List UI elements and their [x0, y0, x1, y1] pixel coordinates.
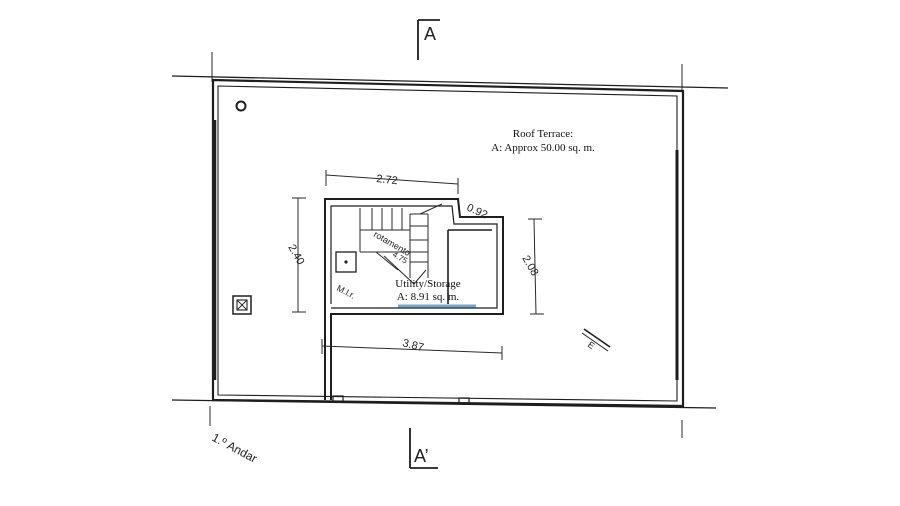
- terrace-area: A: Approx 50.00 sq. m.: [491, 142, 595, 154]
- dimension-left: 2.40: [285, 197, 307, 313]
- dim-bottom-width: 3.87: [401, 337, 425, 354]
- mlr-label: M.l.r.: [335, 283, 357, 301]
- dim-stair-width: 2.72: [376, 173, 399, 187]
- drain-icon: [235, 100, 247, 112]
- dim-left-height: 2.40: [285, 243, 306, 268]
- water-heater-icon: [335, 251, 357, 273]
- dimension-top: 2.72: [325, 170, 459, 194]
- extension-lines: [171, 52, 729, 438]
- section-label-bottom: A’: [414, 446, 429, 466]
- compass-label: E: [586, 339, 597, 351]
- section-label-top: A: [424, 24, 436, 44]
- section-mark-bottom: A’: [409, 428, 438, 469]
- floor-label: 1.º Andar: [210, 430, 260, 465]
- compass-icon: E: [581, 328, 611, 352]
- vent-box-icon: [232, 295, 252, 315]
- dim-right-height: 2.08: [519, 254, 540, 279]
- dimension-bottom: 3.87: [321, 337, 503, 360]
- terrace-outer-wall: [211, 78, 685, 408]
- utility-walls: [324, 198, 504, 405]
- dimension-right: 2.08: [519, 218, 544, 315]
- terrace-title: Roof Terrace:: [513, 128, 573, 140]
- section-mark-top: A: [417, 19, 440, 60]
- utility-title: Utility/Storage: [395, 278, 461, 290]
- utility-area: A: 8.91 sq. m.: [397, 291, 460, 303]
- staircase: [359, 203, 443, 285]
- dim-small: 0.92: [465, 202, 489, 222]
